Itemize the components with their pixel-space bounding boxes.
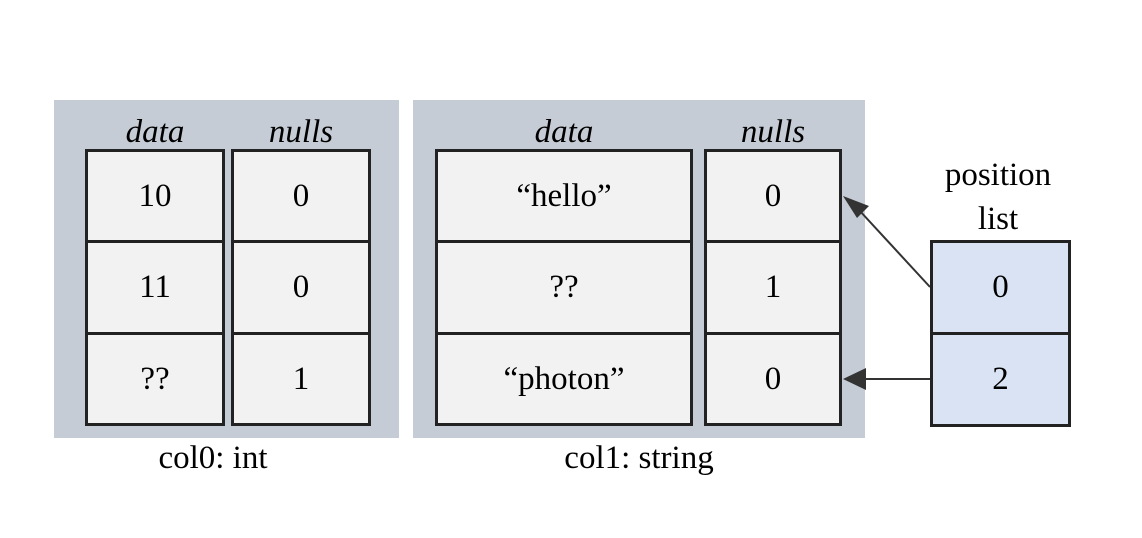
col1-data-cell-2: “photon” xyxy=(435,332,693,426)
arrow-line-0 xyxy=(858,209,931,288)
col0-data-header: data xyxy=(125,114,185,150)
col1-nulls-cell-2: 0 xyxy=(704,332,842,426)
position-list-label-line1: position xyxy=(944,157,1052,193)
col1-nulls-cell-1: 1 xyxy=(704,240,842,335)
position-list-label-line2: list xyxy=(977,201,1019,237)
position-list-cell-0: 0 xyxy=(930,240,1071,335)
col1-nulls-cell-0: 0 xyxy=(704,149,842,243)
arrowhead-0 xyxy=(843,196,869,218)
position-list-cell-1: 2 xyxy=(930,332,1071,427)
col0-caption: col0: int xyxy=(158,440,268,476)
col1-caption: col1: string xyxy=(564,440,714,476)
arrowhead-1 xyxy=(843,368,866,390)
col1-nulls-header: nulls xyxy=(740,114,806,150)
col0-nulls-header: nulls xyxy=(268,114,334,150)
col1-data-header: data xyxy=(534,114,594,150)
col0-data-cell-2: ?? xyxy=(85,332,225,426)
col0-nulls-cell-2: 1 xyxy=(231,332,371,426)
